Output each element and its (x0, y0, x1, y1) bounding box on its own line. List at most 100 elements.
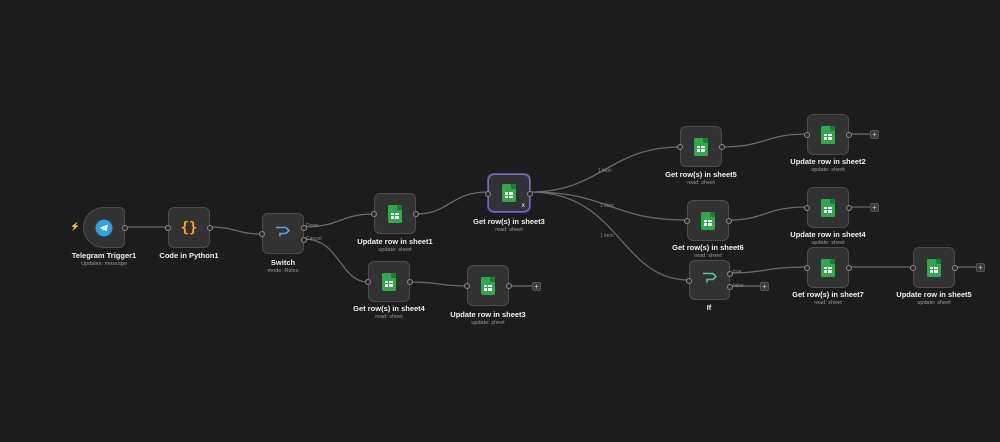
node-subtitle: read: sheet (814, 300, 842, 306)
connection (728, 206, 808, 221)
node-title: Update row in sheet5 (896, 290, 972, 299)
google-sheets-icon (481, 276, 495, 295)
connection (729, 266, 808, 274)
output-port[interactable] (207, 225, 213, 231)
node-title: Code in Python1 (159, 251, 219, 260)
node-title: Get row(s) in sheet3 (473, 217, 545, 226)
add-node-button[interactable]: + (760, 282, 769, 291)
google-sheets-icon (821, 125, 835, 144)
input-port[interactable] (910, 265, 916, 271)
output-port[interactable] (527, 191, 533, 197)
add-node-button[interactable]: + (870, 203, 879, 212)
google-sheets-icon (821, 198, 835, 217)
code-braces-icon: {} (180, 219, 198, 236)
google-sheets-icon (927, 258, 941, 277)
node-title: If (706, 303, 712, 312)
output-port[interactable] (719, 144, 725, 150)
output-port[interactable] (122, 225, 128, 231)
node-get-rows-sheet4[interactable] (365, 261, 413, 302)
google-sheets-icon (694, 137, 708, 156)
output-port-cancel[interactable] (301, 237, 307, 243)
google-sheets-icon (388, 204, 402, 223)
node-title: Update row in sheet1 (357, 237, 433, 246)
edge-label: 1 item (600, 203, 614, 209)
edge-label: 1 item (598, 168, 612, 174)
node-title: Get row(s) in sheet4 (353, 304, 425, 313)
edge-label: Done (306, 223, 318, 229)
node-subtitle: read: sheet (375, 314, 403, 320)
edge-label: 1 item (600, 233, 614, 239)
connection (415, 191, 489, 215)
add-node-button[interactable]: + (532, 282, 541, 291)
connection (529, 191, 690, 281)
output-port[interactable] (407, 279, 413, 285)
output-port[interactable] (726, 218, 732, 224)
node-update-row-sheet4[interactable] (804, 187, 852, 228)
node-switch[interactable] (259, 213, 307, 254)
output-port[interactable] (413, 211, 419, 217)
input-port[interactable] (804, 132, 810, 138)
node-title: Get row(s) in sheet7 (792, 290, 864, 299)
edge-label: true (733, 269, 742, 275)
connection (303, 238, 369, 283)
node-get-rows-sheet7[interactable] (804, 247, 852, 288)
google-sheets-icon (701, 211, 715, 230)
edge-label: Cancel (306, 236, 322, 242)
if-icon (701, 271, 719, 290)
switch-icon (274, 224, 292, 243)
node-subtitle: update: sheet (811, 167, 845, 173)
node-update-row-sheet5[interactable] (910, 247, 958, 288)
output-port[interactable] (506, 283, 512, 289)
google-sheets-icon (502, 184, 516, 202)
input-port[interactable] (371, 211, 377, 217)
connection (529, 146, 681, 193)
add-node-button[interactable]: + (976, 263, 985, 272)
node-get-rows-sheet5[interactable] (677, 126, 725, 167)
node-telegram-trigger[interactable] (83, 207, 128, 248)
google-sheets-icon (821, 258, 835, 277)
input-port[interactable] (259, 231, 265, 237)
output-port-true[interactable] (727, 271, 733, 277)
output-port-done[interactable] (301, 225, 307, 231)
connection (529, 191, 688, 221)
node-get-rows-sheet3[interactable]: x (485, 174, 533, 212)
output-port[interactable] (846, 265, 852, 271)
node-title: Update row in sheet4 (790, 230, 866, 239)
output-port[interactable] (846, 132, 852, 138)
node-title: Update row in sheet3 (450, 310, 526, 319)
connection (721, 133, 808, 148)
output-port-false[interactable] (727, 284, 733, 290)
node-update-row-sheet3[interactable] (464, 265, 512, 306)
node-subtitle: Updates: message (81, 261, 127, 267)
input-port[interactable] (464, 283, 470, 289)
input-port[interactable] (165, 225, 171, 231)
input-port[interactable] (804, 205, 810, 211)
node-update-row-sheet1[interactable] (371, 193, 419, 234)
node-title: Switch (270, 258, 296, 267)
input-port[interactable] (365, 279, 371, 285)
node-get-rows-sheet6[interactable] (684, 200, 732, 241)
node-subtitle: update: sheet (811, 240, 845, 246)
output-port[interactable] (846, 205, 852, 211)
node-title: Update row in sheet2 (790, 157, 866, 166)
input-port[interactable] (677, 144, 683, 150)
input-port[interactable] (686, 278, 692, 284)
input-port[interactable] (485, 191, 491, 197)
node-subtitle: update: sheet (378, 247, 412, 253)
node-subtitle: update: sheet (471, 320, 505, 326)
google-sheets-icon (382, 272, 396, 291)
connection (209, 226, 263, 235)
node-update-row-sheet2[interactable] (804, 114, 852, 155)
add-node-button[interactable]: + (870, 130, 879, 139)
input-port[interactable] (804, 265, 810, 271)
close-icon[interactable]: x (521, 203, 525, 209)
output-port[interactable] (952, 265, 958, 271)
connection (303, 213, 375, 228)
node-if[interactable] (686, 260, 733, 300)
node-subtitle: read: sheet (687, 180, 715, 186)
input-port[interactable] (684, 218, 690, 224)
connection (408, 281, 468, 287)
node-code-python[interactable]: {} (165, 207, 213, 248)
